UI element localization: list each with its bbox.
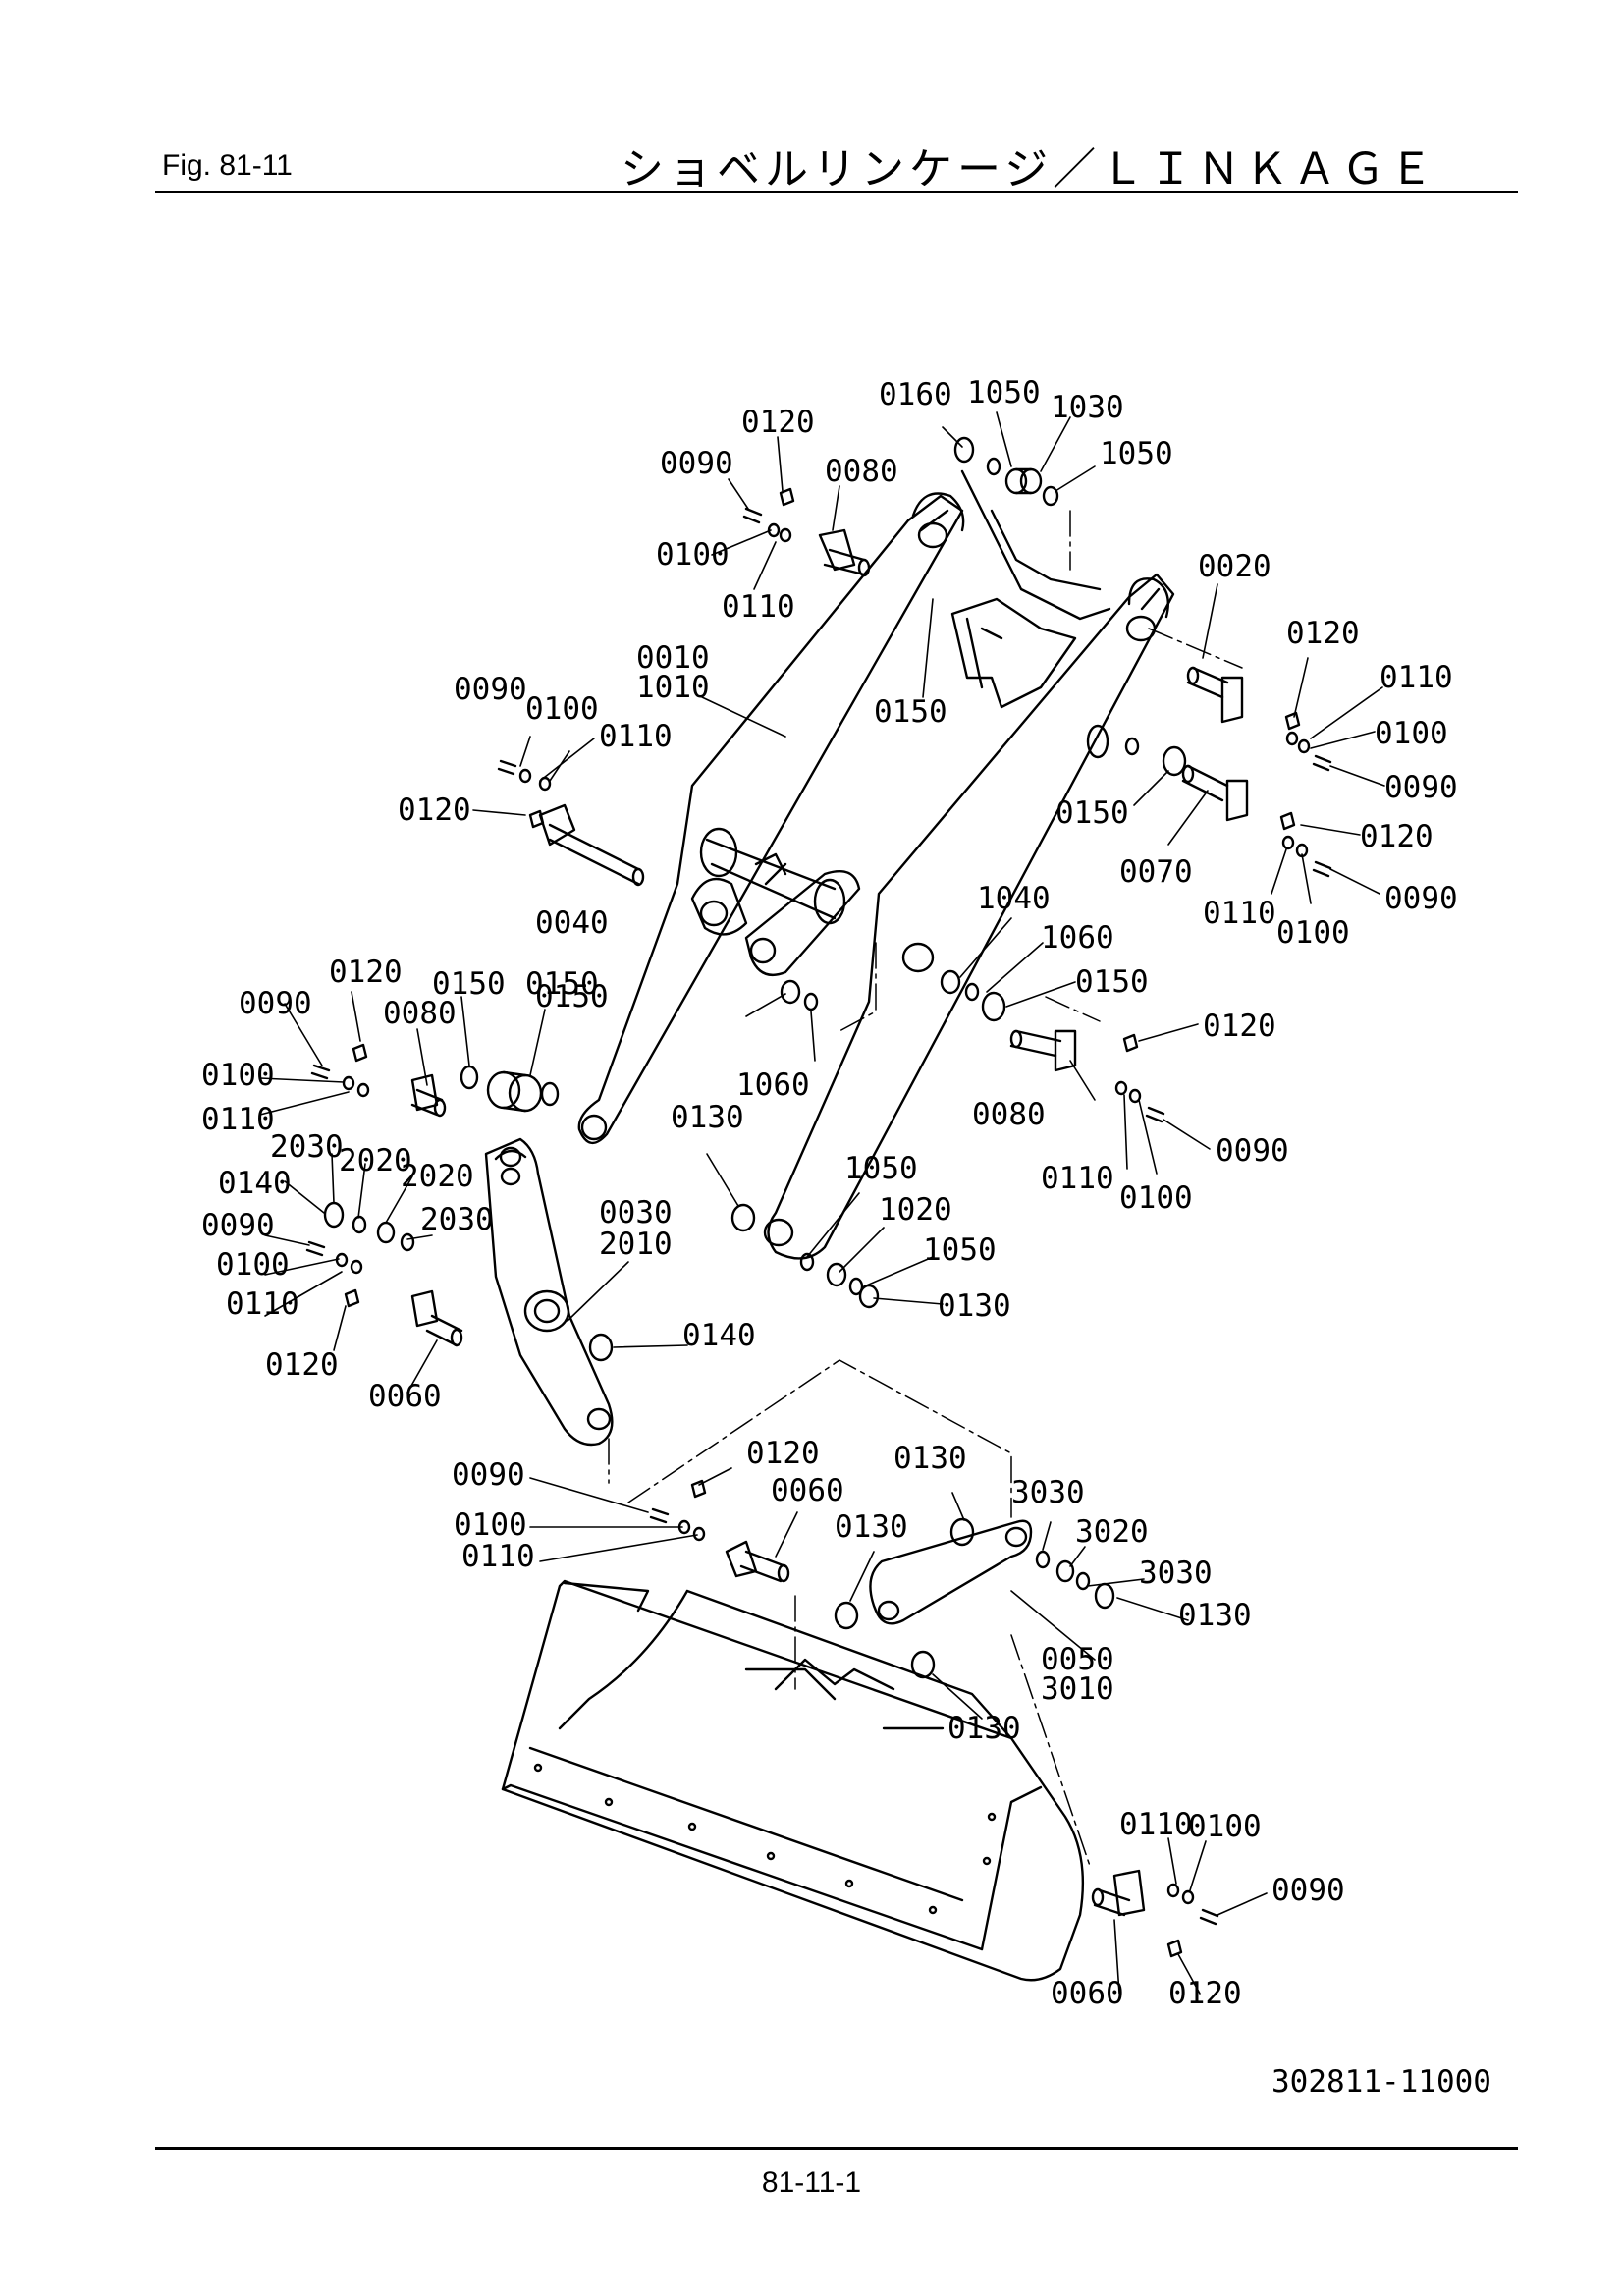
part-callout: 0100 [525,691,599,727]
part-callout: 0090 [1384,881,1458,916]
part-callout: 0130 [938,1288,1011,1324]
part-callout: 0090 [1216,1133,1289,1169]
part-callout: 0010 [636,640,710,676]
part-callout: 0120 [741,405,815,440]
part-callout: 0100 [454,1507,527,1543]
part-callout: 0110 [1041,1161,1114,1196]
part-callout: 0090 [660,446,733,481]
part-callout: 1060 [736,1067,810,1103]
part-callout: 0120 [746,1436,820,1471]
part-callout: 0140 [682,1318,756,1353]
part-callout: 0110 [226,1286,299,1322]
part-callout: 0060 [771,1473,844,1508]
page-number: 81-11-1 [761,2166,862,2199]
part-callout: 0110 [722,589,795,625]
page-title: ショベルリンケージ／ＬＩＮＫＡＧＥ [621,144,1438,194]
part-callout: 2030 [420,1202,494,1237]
part-callout: 0140 [218,1166,292,1201]
part-callout: 0120 [1360,819,1434,854]
drawing-number: 302811-11000 [1271,2064,1491,2100]
part-callout: 0110 [1119,1807,1193,1842]
part-callout: 0110 [599,719,673,754]
part-callout: 0050 [1041,1642,1114,1677]
part-callout: 0110 [201,1102,275,1137]
part-callout: 0090 [1271,1873,1345,1908]
figure-number: Fig. 81-11 [162,149,293,182]
part-callout: 0120 [1168,1976,1242,2011]
part-callout: 0090 [452,1457,525,1493]
part-callout: 1050 [1100,436,1173,471]
part-callout: 0060 [368,1379,442,1414]
part-callout: 0090 [239,986,312,1021]
part-callout: 0030 [599,1195,673,1230]
part-callout: 0150 [535,979,609,1014]
part-callout: 0100 [1188,1809,1262,1844]
part-callout: 0100 [1375,716,1448,751]
center-lines [608,510,1243,1867]
part-callout: 1050 [967,375,1041,410]
hardware [305,436,1332,1958]
bell-crank [484,1137,614,1447]
part-callout: 0130 [1178,1598,1252,1633]
part-callout: 0100 [1119,1180,1193,1216]
part-callout: 0120 [265,1347,339,1383]
part-callout: 2030 [270,1129,344,1165]
part-callout: 3030 [1139,1556,1213,1591]
part-callout: 3010 [1041,1671,1114,1707]
footer-rule [155,2147,1518,2150]
part-callout: 0020 [1198,549,1271,584]
part-callout: 1060 [1041,920,1114,956]
part-callout: 3020 [1075,1514,1149,1550]
part-callout: 0090 [454,672,527,707]
part-callout: 3030 [1011,1475,1085,1510]
part-callout: 0120 [1203,1009,1276,1044]
part-callout: 0060 [1051,1976,1124,2011]
part-callout: 0110 [1380,660,1453,695]
part-callout: 0040 [535,905,609,941]
part-callout: 1020 [879,1192,952,1228]
bucket [501,1579,1085,1982]
part-callout: 0130 [835,1509,908,1545]
part-callout: 0110 [1203,896,1276,931]
part-callout: 0150 [1055,795,1129,831]
part-callout: 0100 [216,1247,290,1283]
part-callout: 0130 [893,1441,967,1476]
part-callout: 0100 [1276,915,1350,951]
part-callout: 0150 [1075,964,1149,1000]
part-callout: 0150 [432,966,506,1002]
part-callout: 0150 [525,966,599,1002]
part-callout: 0150 [874,694,947,730]
part-callout: 0080 [383,996,457,1031]
part-callout: 0130 [947,1711,1021,1746]
part-callout: 0120 [329,955,403,990]
part-callout: 0090 [201,1208,275,1243]
part-callout: 1030 [1051,390,1124,425]
part-callout: 0070 [1119,854,1193,890]
part-callout: 1050 [923,1232,997,1268]
part-callout: 0160 [879,377,952,412]
part-callout: 0100 [201,1058,275,1093]
part-callout: 0120 [398,793,471,828]
part-callout: 0120 [1286,616,1360,651]
part-callout: 2020 [401,1159,474,1194]
part-callout: 0100 [656,537,730,573]
part-callout: 1040 [977,881,1051,916]
part-callout: 0080 [825,454,898,489]
part-callout: 0110 [461,1539,535,1574]
part-callout: 2020 [339,1143,412,1178]
boom-arm [577,469,1175,1260]
bucket-link [869,1519,1033,1625]
part-callout: 2010 [599,1227,673,1262]
part-callout: 1050 [844,1151,918,1186]
part-callout: 0090 [1384,770,1458,805]
part-callout: 1010 [636,670,710,705]
part-callout: 0080 [972,1097,1046,1132]
leader-lines [259,411,1385,1995]
part-callout: 0130 [671,1100,744,1135]
header-rule [155,191,1518,193]
